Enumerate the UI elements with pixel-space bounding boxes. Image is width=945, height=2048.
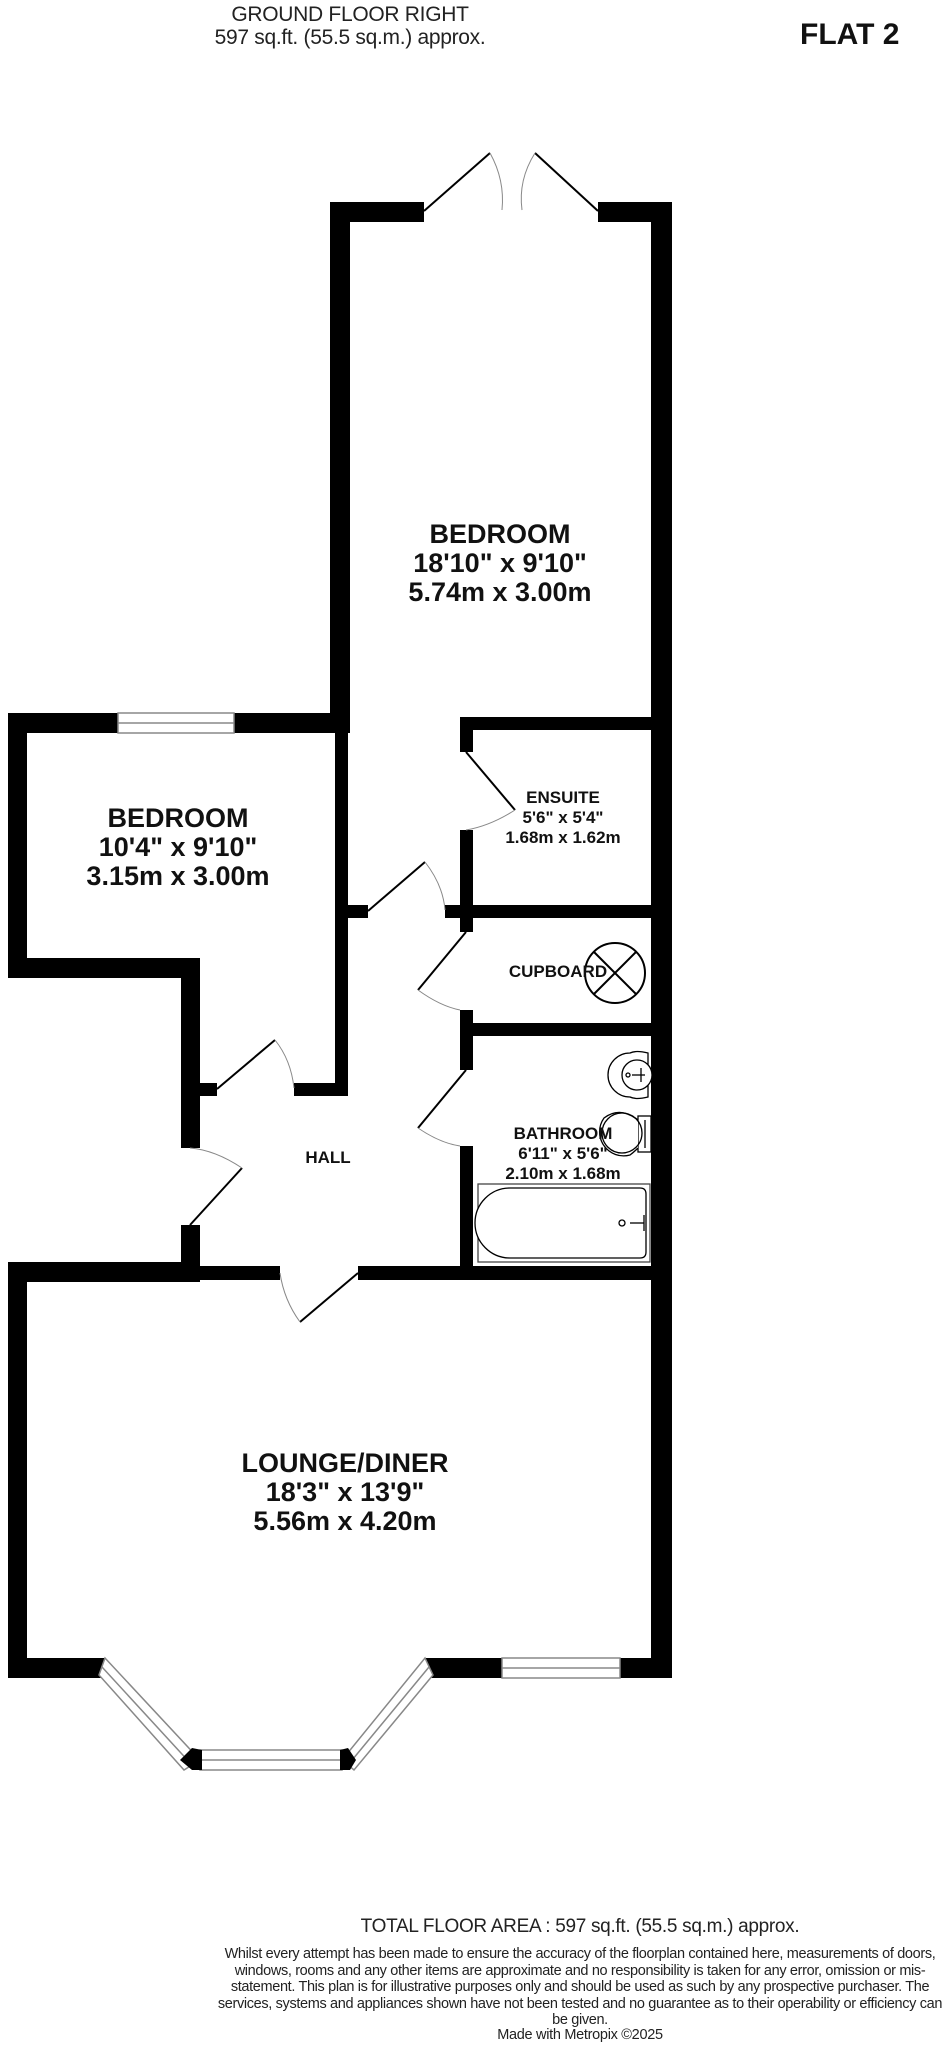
room-dims-metric: 2.10m x 1.68m (505, 1164, 621, 1183)
walls (8, 202, 672, 1678)
room-label-bedroom-main: BEDROOM 18'10" x 9'10" 5.74m x 3.00m (360, 521, 640, 608)
toilet-icon (598, 1111, 652, 1157)
room-label-hall: HALL (278, 1149, 378, 1169)
wash-basin-icon (607, 1050, 653, 1100)
room-label-ensuite: ENSUITE 5'6" x 5'4" 1.68m x 1.62m (478, 789, 648, 849)
doors (189, 751, 516, 1323)
floor-area: 597 sq.ft. (55.5 sq.m.) approx. (214, 26, 486, 49)
room-label-bathroom: BATHROOM 6'11" x 5'6" 2.10m x 1.68m (478, 1125, 648, 1185)
total-floor-area: TOTAL FLOOR AREA : 597 sq.ft. (55.5 sq.m… (360, 1916, 800, 1937)
floor-name: GROUND FLOOR RIGHT (231, 3, 469, 26)
room-dims-metric: 3.15m x 3.00m (86, 861, 270, 891)
boiler-icon (584, 942, 646, 1004)
room-name: BEDROOM (429, 519, 571, 549)
bath-icon (474, 1183, 651, 1263)
room-name: ENSUITE (526, 788, 600, 807)
room-name: BEDROOM (107, 803, 249, 833)
room-dims-imperial: 6'11" x 5'6" (518, 1144, 608, 1163)
room-dims-imperial: 5'6" x 5'4" (522, 808, 604, 827)
room-label-cupboard: CUPBOARD (488, 963, 628, 983)
room-name: HALL (305, 1148, 351, 1167)
credit-text: Made with Metropix ©2025 (497, 2027, 663, 2043)
room-name: CUPBOARD (508, 962, 608, 981)
room-label-lounge: LOUNGE/DINER 18'3" x 13'9" 5.56m x 4.20m (190, 1450, 500, 1537)
room-name: BATHROOM (513, 1124, 613, 1143)
room-dims-metric: 1.68m x 1.62m (505, 828, 621, 847)
window-lounge (501, 1657, 621, 1679)
french-doors (423, 152, 599, 212)
flat-label: FLAT 2 (800, 18, 900, 51)
bay-window (98, 1656, 434, 1772)
room-dims-metric: 5.74m x 3.00m (408, 577, 592, 607)
window-bedroom (117, 712, 235, 734)
disclaimer-text: Whilst every attempt has been made to en… (217, 1946, 943, 2028)
room-dims-imperial: 10'4" x 9'10" (98, 832, 258, 862)
room-label-bedroom-second: BEDROOM 10'4" x 9'10" 3.15m x 3.00m (48, 805, 308, 892)
room-dims-imperial: 18'10" x 9'10" (413, 548, 587, 578)
room-name: LOUNGE/DINER (241, 1448, 449, 1478)
room-dims-imperial: 18'3" x 13'9" (265, 1477, 425, 1507)
room-dims-metric: 5.56m x 4.20m (253, 1506, 437, 1536)
